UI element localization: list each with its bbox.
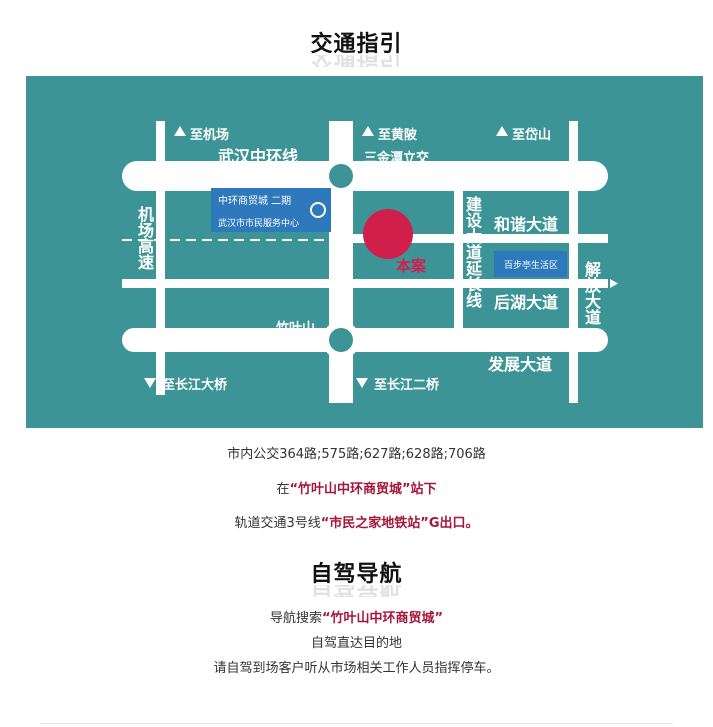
label-airport-highway: 机场高速 — [135, 206, 154, 270]
interchange-sanjintan-hole — [329, 164, 353, 188]
label-zhuyeshan: 竹叶山 — [275, 320, 315, 336]
arrow-up-huangpi-icon — [362, 126, 374, 136]
map-background — [26, 76, 703, 428]
label-jianshe-ext: 建设大道延长线 — [463, 196, 482, 308]
label-to-daishan: 至岱山 — [512, 127, 551, 143]
mall-phase2-label: 中环商贸城 二期 — [218, 194, 291, 207]
label-sanjintan: 三金潭立交 — [364, 150, 429, 166]
metro-station-name: “市民之家地铁站”G出口。 — [320, 516, 479, 531]
metro-station-icon — [310, 202, 326, 218]
road-houhu — [122, 279, 608, 288]
arrow-up-daishan-icon — [496, 126, 508, 136]
label-to-huangpi: 至黄陂 — [378, 127, 418, 143]
road-jiefang — [569, 121, 578, 403]
label-to-airport: 至机场 — [190, 127, 229, 143]
road-fazhan — [122, 328, 608, 352]
route-map-svg: 中环商贸城 二期 武汉市市民服务中心 百步亭生活区 本案 至机场 至黄陂 至岱山… — [26, 76, 703, 428]
road-wuhan-ring — [122, 161, 608, 191]
nav-target: “竹叶山中环商贸城” — [321, 611, 444, 626]
road-jianshe-ext — [454, 191, 463, 344]
self-drive-line3: 请自驾到场客户听从市场相关工作人员指挥停车。 — [213, 661, 500, 676]
label-hexie: 和谐大道 — [494, 215, 558, 234]
road-hexie — [353, 234, 608, 243]
nav-prefix: 导航搜索 — [269, 611, 322, 626]
nav-search-line: 导航搜索“竹叶山中环商贸城” — [0, 607, 713, 626]
bus-stop-prefix: 在 — [276, 482, 290, 497]
project-label: 本案 — [396, 257, 427, 275]
baibuting-box — [494, 251, 567, 277]
self-drive-line2: 自驾直达目的地 — [310, 636, 402, 651]
interchange-zhuyeshan-hole — [329, 328, 353, 352]
label-jiefang: 解放大道 — [582, 261, 601, 325]
section-title-traffic: 交通指引 — [310, 32, 403, 57]
baibuting-label: 百步亭生活区 — [504, 259, 558, 271]
section-title-self-drive: 自驾导航 — [310, 562, 403, 587]
arrow-down-changjiang-bridge-icon — [144, 378, 156, 388]
route-map: 中环商贸城 二期 武汉市市民服务中心 百步亭生活区 本案 至机场 至黄陂 至岱山… — [26, 76, 703, 428]
label-wuhan-ring: 武汉中环线 — [218, 147, 298, 166]
section-title-self-drive-reflection: 自驾导航 — [0, 585, 713, 597]
metro-prefix: 轨道交通3号线 — [234, 516, 321, 531]
label-houhu: 后湖大道 — [494, 293, 558, 312]
civic-center-label: 武汉市市民服务中心 — [218, 217, 299, 229]
metro-line-text: 轨道交通3号线“市民之家地铁站”G出口。 — [0, 512, 713, 531]
section-title-traffic-reflection: 交通指引 — [0, 55, 713, 67]
arrow-down-changjiang-2-icon — [356, 378, 368, 388]
label-to-changjiang-bridge: 至长江大桥 — [162, 377, 228, 393]
bottom-divider — [40, 723, 673, 724]
bus-stop-name: “竹叶山中环商贸城”站下 — [289, 482, 437, 497]
direction-arrows — [144, 126, 618, 388]
label-to-changjiang-2: 至长江二桥 — [374, 377, 440, 393]
roads — [122, 121, 608, 403]
arrow-up-airport-icon — [174, 126, 186, 136]
bus-line-text: 市内公交364路;575路;627路;628路;706路 — [227, 447, 486, 462]
label-fazhan: 发展大道 — [487, 355, 552, 374]
project-location-marker — [363, 209, 413, 259]
road-airport-highway — [156, 121, 165, 395]
bus-stop-line: 在“竹叶山中环商贸城”站下 — [0, 478, 713, 497]
arrow-right-jiefang-icon — [610, 279, 618, 288]
